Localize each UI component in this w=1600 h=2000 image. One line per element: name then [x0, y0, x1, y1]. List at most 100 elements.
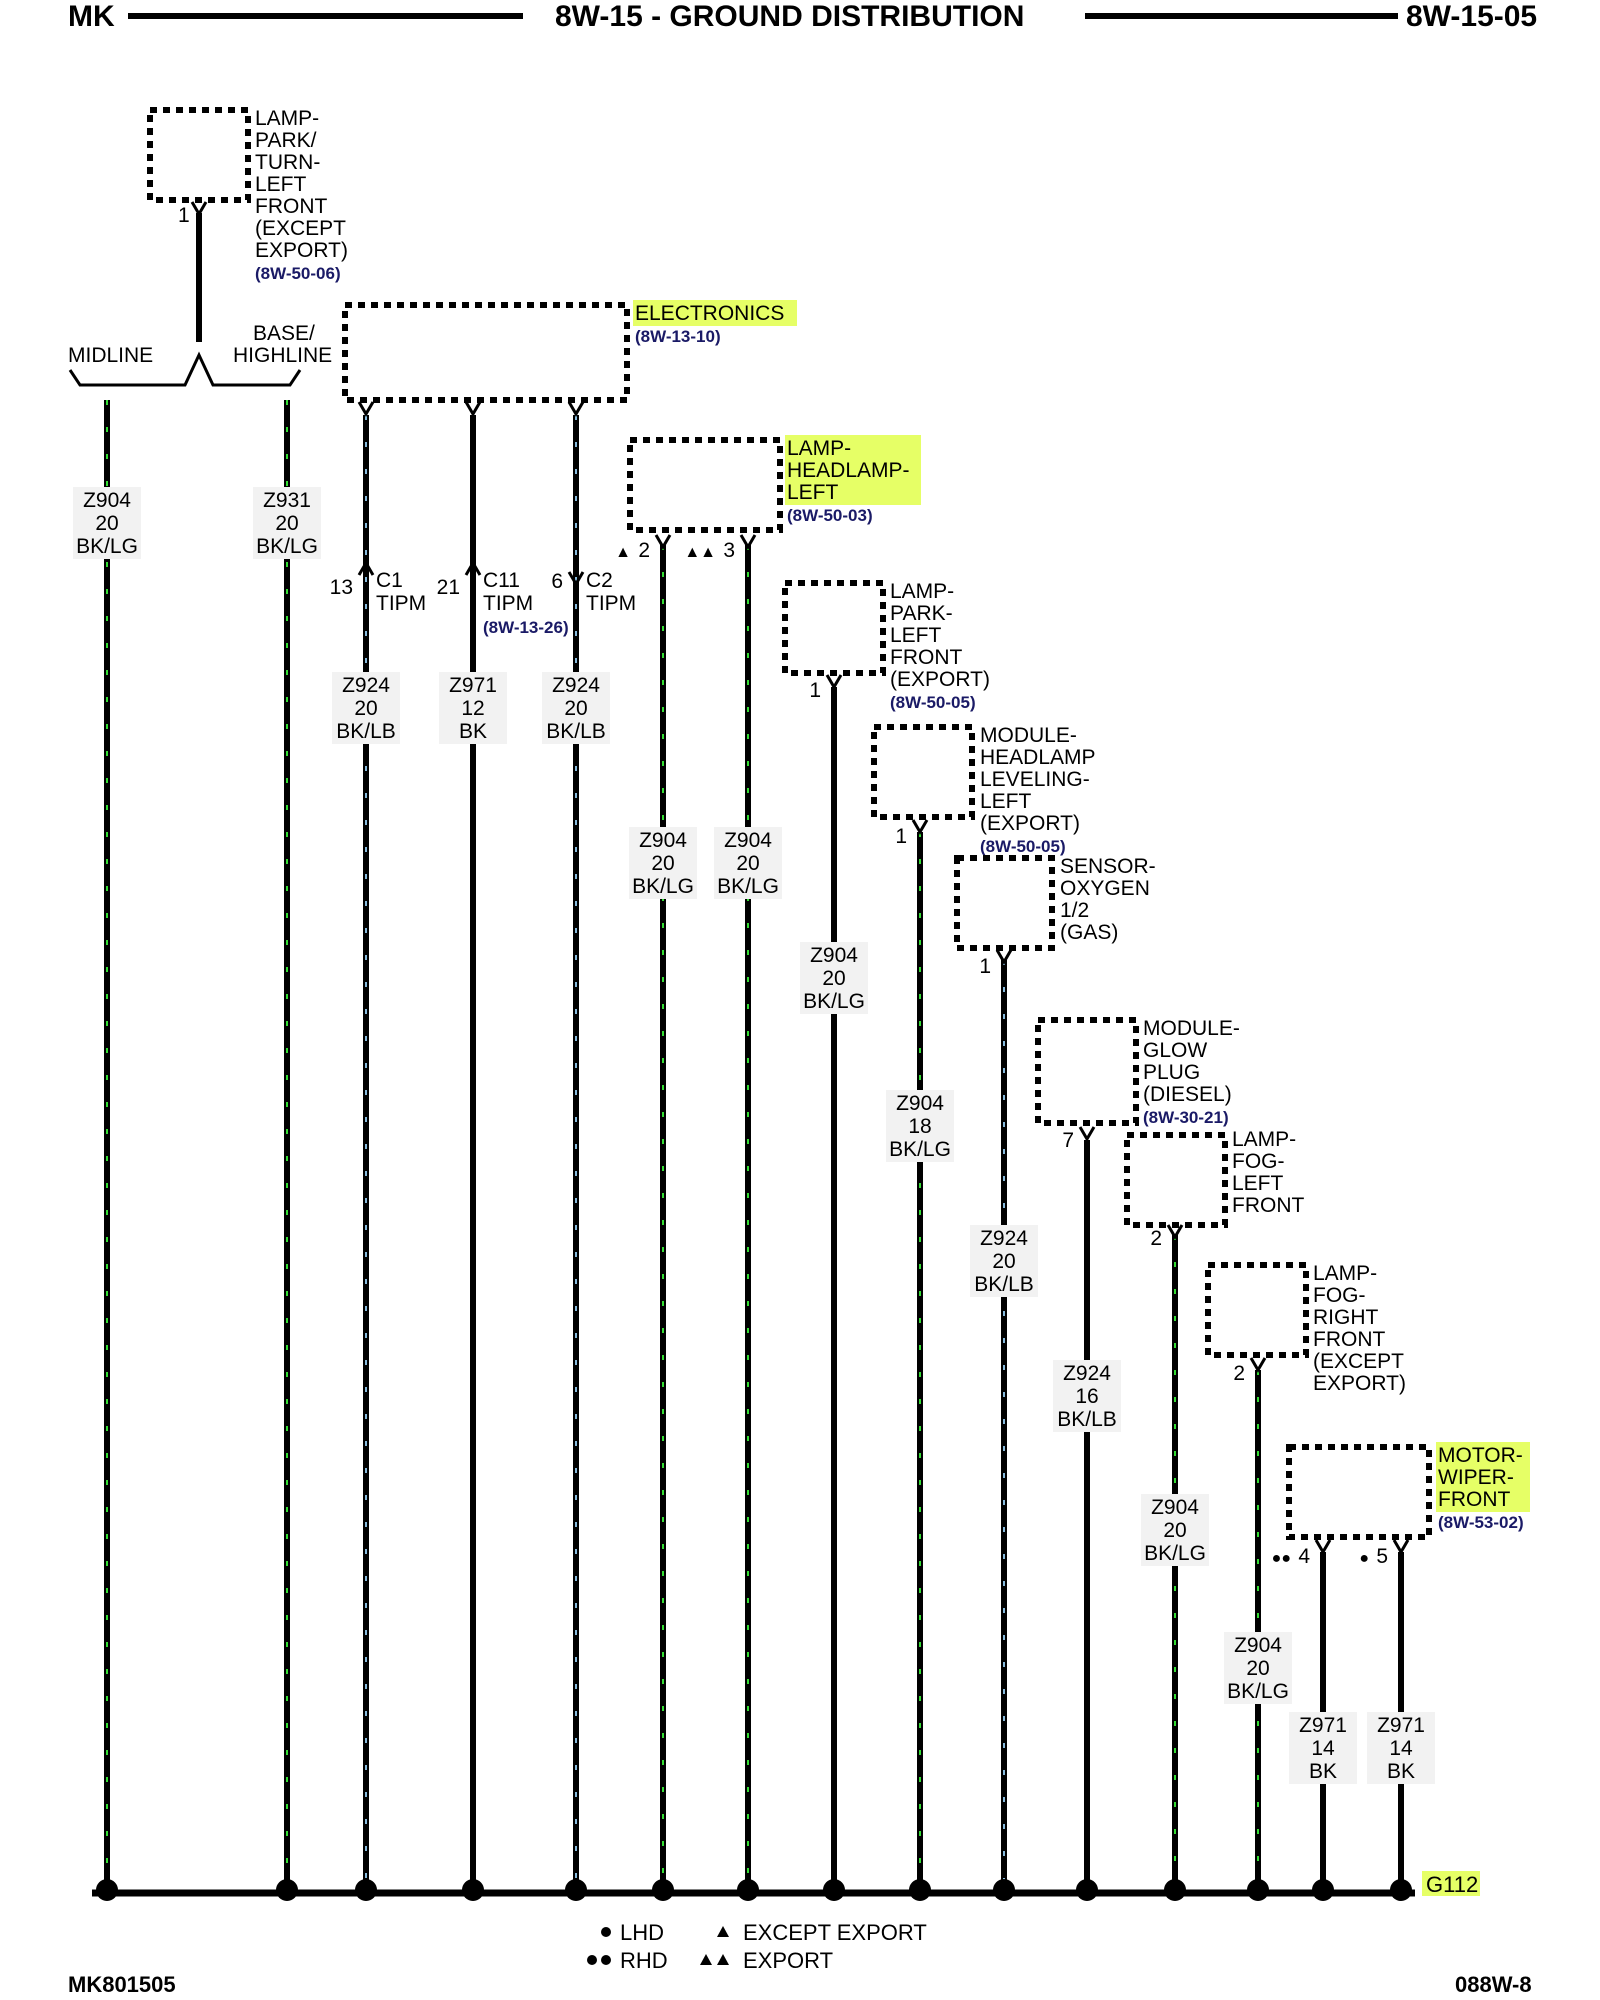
- footer-right: 088W-8: [1455, 1972, 1532, 1997]
- circuit-label: BK: [1387, 1760, 1415, 1783]
- ground-label: G112: [1426, 1872, 1478, 1897]
- component-hl-level: MODULE-HEADLAMPLEVELING-LEFT(EXPORT)(8W-…: [871, 724, 1096, 856]
- component-label: FOG-: [1232, 1150, 1285, 1173]
- component-ref: (8W-50-05): [890, 693, 976, 712]
- pin-marker: [1249, 1357, 1267, 1373]
- component-label: WIPER-: [1438, 1466, 1514, 1489]
- circuit-label: 20: [1246, 1657, 1269, 1680]
- pin-marker: [825, 674, 843, 690]
- circuit-label-bg: [629, 827, 697, 899]
- circuit-label: 16: [1075, 1385, 1098, 1408]
- circuit-label: Z904: [896, 1092, 944, 1115]
- circuit-label-bg: [970, 1225, 1038, 1297]
- component-label: LAMP-: [1232, 1128, 1296, 1151]
- splice-label-right: HIGHLINE: [233, 344, 332, 367]
- pin-marker-legend: ▲: [615, 544, 631, 561]
- pin-label: 1: [895, 825, 907, 848]
- component-label: LEFT: [255, 173, 307, 196]
- splice-label-right: BASE/: [253, 322, 315, 345]
- circuit-label: Z904: [639, 829, 687, 852]
- pin-marker: [567, 571, 585, 587]
- component-label: (DIESEL): [1143, 1083, 1232, 1106]
- circuit-label-bg: [714, 827, 782, 899]
- circuit-label-bg: [1367, 1712, 1435, 1784]
- page-title: 8W-15 - GROUND DISTRIBUTION: [547, 0, 1033, 34]
- connector-label: TIPM: [483, 592, 533, 615]
- header-rule-left: [128, 13, 523, 19]
- component-label: LAMP-: [255, 107, 319, 130]
- pin-marker: [1078, 1126, 1096, 1142]
- component-label: GLOW: [1143, 1039, 1207, 1062]
- header-right: 8W-15-05: [1398, 0, 1546, 34]
- pin-label: 1: [809, 679, 821, 702]
- component-label: 1/2: [1060, 899, 1089, 922]
- component-label: LEVELING-: [980, 768, 1090, 791]
- circuit-label-bg: [1289, 1712, 1357, 1784]
- circuit-label: Z971: [449, 674, 497, 697]
- circuit-label: BK/LG: [717, 875, 779, 898]
- component-label: LEFT: [1232, 1172, 1284, 1195]
- component-label: EXPORT): [1313, 1372, 1406, 1395]
- component-park-turn: LAMP-PARK/TURN-LEFTFRONT(EXCEPTEXPORT)(8…: [147, 107, 348, 283]
- circuit-label-bg: [253, 487, 321, 559]
- component-label: PLUG: [1143, 1061, 1200, 1084]
- connector-label: C2: [586, 569, 613, 592]
- circuit-label: BK: [1309, 1760, 1337, 1783]
- pin-marker: [995, 949, 1013, 965]
- circuit-label: Z904: [1234, 1634, 1282, 1657]
- component-label: (EXCEPT: [1313, 1350, 1404, 1373]
- component-label: MOTOR-: [1438, 1444, 1523, 1467]
- pin-marker: [1166, 1224, 1184, 1240]
- circuit-label-bg: [886, 1090, 954, 1162]
- component-box: [871, 724, 975, 820]
- component-label: SENSOR-: [1060, 855, 1156, 878]
- circuit-label: BK/LG: [803, 990, 865, 1013]
- component-box: [954, 855, 1055, 951]
- circuit-label: Z904: [724, 829, 772, 852]
- component-box: [1035, 1017, 1139, 1126]
- circuit-label: 18: [908, 1115, 931, 1138]
- component-label: FOG-: [1313, 1284, 1366, 1307]
- connector-label: C1: [376, 569, 403, 592]
- legend-dot-icon: [587, 1955, 597, 1965]
- legend-triangle-icon: [700, 1954, 712, 1965]
- pin-marker-legend: ●: [1359, 1550, 1369, 1567]
- component-label: FRONT: [1313, 1328, 1385, 1351]
- legend-except-export: EXCEPT EXPORT: [743, 1920, 927, 1945]
- pin-label: 1: [979, 955, 991, 978]
- circuit-label: Z931: [263, 489, 311, 512]
- circuit-label: 20: [275, 512, 298, 535]
- component-label: (EXPORT): [980, 812, 1080, 835]
- pin-label: 7: [1062, 1129, 1074, 1152]
- pin-label: 2: [638, 539, 650, 562]
- circuit-label: 20: [95, 512, 118, 535]
- connector-label: TIPM: [586, 592, 636, 615]
- component-box: [147, 107, 251, 203]
- component-label: LAMP-: [787, 437, 851, 460]
- component-box: [1124, 1132, 1228, 1228]
- circuit-label: Z904: [810, 944, 858, 967]
- circuit-label-bg: [1141, 1494, 1209, 1566]
- component-ref: (8W-50-05): [980, 837, 1066, 856]
- pin-marker: [567, 401, 585, 417]
- circuit-label: BK/LG: [1144, 1542, 1206, 1565]
- component-label: MODULE-: [980, 724, 1077, 747]
- component-label: HEADLAMP: [980, 746, 1096, 769]
- circuit-label: Z904: [83, 489, 131, 512]
- circuit-label: BK/LG: [76, 535, 138, 558]
- component-label: PARK/: [255, 129, 317, 152]
- circuit-label: BK/LG: [256, 535, 318, 558]
- pin-marker: [739, 534, 757, 550]
- pin-marker-legend: ●●: [1272, 1550, 1291, 1567]
- circuit-label: 20: [822, 967, 845, 990]
- connector-label: C11: [483, 569, 520, 592]
- connector-ref: (8W-13-26): [483, 618, 569, 637]
- component-highlight: [633, 300, 797, 326]
- component-label: LAMP-: [890, 580, 954, 603]
- component-highlight: [785, 435, 921, 505]
- circuit-label: 12: [461, 697, 484, 720]
- pin-label: 13: [330, 576, 353, 599]
